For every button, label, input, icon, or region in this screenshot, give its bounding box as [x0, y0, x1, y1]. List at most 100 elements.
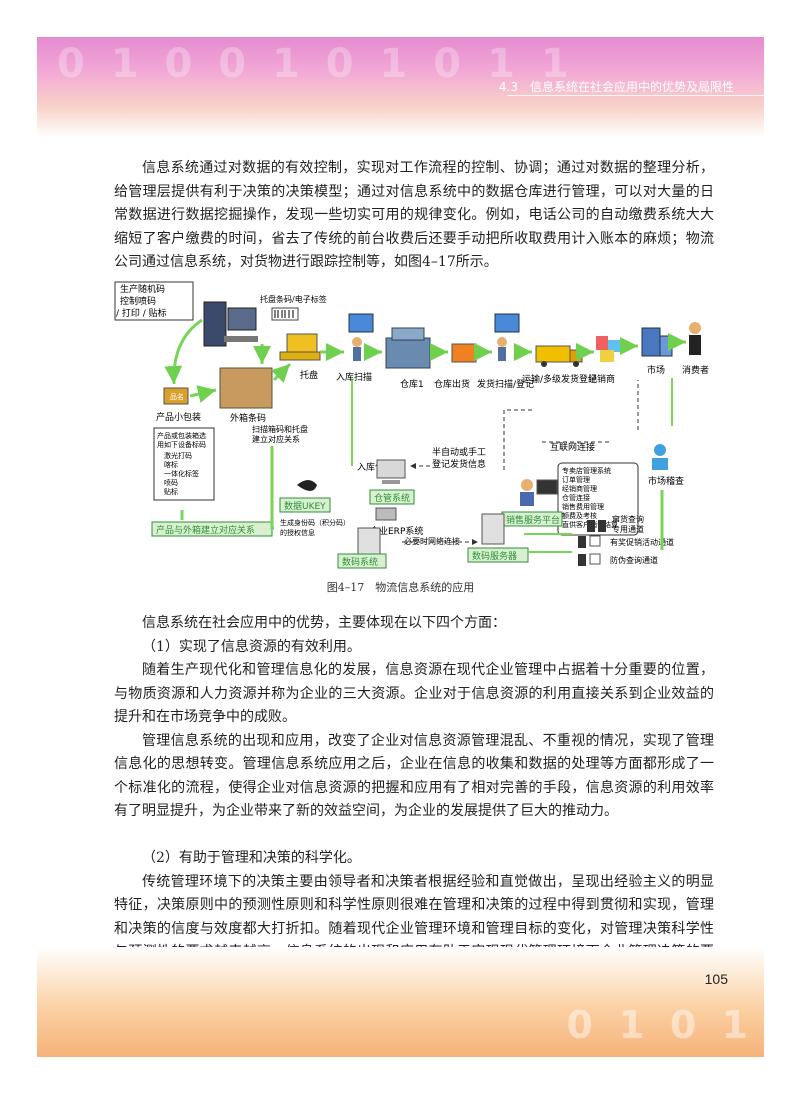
- server-tower-icon: [203, 301, 227, 347]
- warehouse-system-box: [369, 489, 415, 505]
- device-label-7: 贴标: [164, 487, 178, 496]
- scan-link-label-2: 建立对应关系: [252, 434, 300, 444]
- pallet-label: 托盘: [300, 369, 318, 381]
- anti-phone-icon: [578, 554, 586, 566]
- gen-label-2: 控制喷码: [120, 295, 156, 307]
- forklift-out-icon: [451, 343, 477, 363]
- consumer-icon: [689, 322, 701, 334]
- anticounterfeit-label: 防伪查询通道: [610, 555, 658, 565]
- gen-label-1: 生产随机码: [120, 283, 165, 295]
- paragraph-point-2: （2）有助于管理和决策的科学化。: [142, 850, 361, 866]
- code-server-box: [467, 547, 529, 563]
- warehouse-label: 仓库1: [400, 378, 424, 390]
- device-label-2: 用如下设备标码: [157, 440, 206, 449]
- anti-pc-icon: [589, 553, 601, 565]
- paragraph-decision-making: 传统管理环境下的决策主要由领导者和决策者根据经验和直觉做出，呈现出经验主义的明显…: [114, 873, 714, 984]
- market-label: 市场: [647, 364, 665, 376]
- franchise-label-3: 经销商管理: [562, 484, 597, 493]
- semi-auto-label-2: 登记发货信息: [432, 458, 486, 470]
- promo-phone-icon: [578, 536, 586, 548]
- device-label-5: 一体化标签: [164, 469, 199, 478]
- device-label-6: 喷码: [164, 478, 178, 487]
- sales-platform-label: 销售服务平台: [506, 514, 560, 526]
- warehouse-system-label: 仓管系统: [374, 492, 410, 504]
- warehouse-out-label: 仓库出货: [434, 378, 470, 390]
- code-system-box: [337, 553, 387, 569]
- code-system-label: 数码系统: [342, 556, 378, 568]
- flow-arrows: [164, 318, 686, 550]
- header-rule: [507, 95, 764, 96]
- market-check-label: 市场稽查: [648, 475, 684, 487]
- product-box-relation-label: 产品与外箱建立对应关系: [156, 524, 255, 536]
- small-pack-icon: [163, 387, 189, 405]
- transport-label: 运输/多级发货登记: [522, 373, 597, 385]
- warehouse-pc-icon: [376, 459, 406, 479]
- franchise-label-5: 销售费用管理: [562, 502, 604, 511]
- scanner-monitor-icon: [348, 313, 374, 333]
- truck-icon: [535, 345, 571, 363]
- pallet-tag-label: 托盘条码/电子标签: [260, 294, 327, 304]
- device-label-1: 产品或包装箱选: [157, 431, 206, 440]
- inbound-scan-label: 入库扫描: [336, 371, 372, 383]
- paragraph-mis-application: 管理信息系统的出现和应用，改变了企业对信息资源管理混乱、不重视的情况，实现了管理…: [114, 732, 714, 820]
- small-pack-label: 品名: [170, 392, 184, 401]
- ship-scan-monitor-icon: [494, 313, 520, 333]
- footer-decoration: 0 1 0 1: [566, 1003, 754, 1047]
- outer-code-label: 外箱条码: [230, 412, 266, 424]
- network-dashed-lines: [402, 380, 639, 545]
- erp-label: 企业ERP系统: [370, 525, 423, 537]
- paragraph-info-resources: 随着生产现代化和管理信息化的发展，信息资源在现代企业管理中占据着十分重要的位置，…: [114, 662, 714, 725]
- network-label: 必要时网络连接: [404, 536, 460, 546]
- paragraph-advantages-intro: 信息系统在社会应用中的优势，主要体现在以下四个方面：: [142, 615, 506, 631]
- section-title: 4.3 信息系统在社会应用中的优势及局限性: [498, 80, 734, 94]
- logistics-figure: 生产随机码 控制喷码 / 打印 / 贴标 托盘条码/电子标签 托盘: [112, 280, 712, 570]
- footer-band: 0 1 0 1: [37, 947, 764, 1057]
- operator-pc-icon: [536, 479, 558, 495]
- sms-label-2: 专用通道: [612, 524, 644, 534]
- worker-icon: [352, 337, 362, 347]
- erp-pc-icon: [375, 507, 397, 521]
- page-number: 105: [704, 971, 728, 987]
- promo-pc-icon: [589, 535, 601, 547]
- gen-label-3: / 打印 / 贴标: [116, 307, 167, 319]
- code-system-server-icon: [357, 527, 381, 557]
- promo-channel-label: 有奖促销活动通道: [610, 537, 674, 547]
- scan-link-label-1: 扫描箱码和托盘: [252, 424, 308, 434]
- phone-icon-2: [598, 520, 606, 532]
- distributor-icon: [596, 336, 608, 350]
- logistics-diagram: 生产随机码 控制喷码 / 打印 / 贴标 托盘条码/电子标签 托盘: [112, 280, 712, 570]
- auth-label-2: 的授权信息: [280, 528, 315, 537]
- consumer-label: 消费者: [682, 364, 709, 376]
- textbook-page: 0 1 0 0 1 0 1 0 1 1 4.3 信息系统在社会应用中的优势及局限…: [37, 37, 764, 1057]
- keyboard-icon: [224, 336, 258, 342]
- feedback-lines: [351, 378, 673, 553]
- code-generator-box: [114, 281, 194, 321]
- auth-label-1: 生成身份码（积分码）: [280, 518, 350, 527]
- ship-scan-label: 发货扫描/登记: [477, 378, 534, 390]
- figure-caption: 图4–17 物流信息系统的应用: [326, 581, 475, 594]
- semi-auto-label-1: 半自动或手工: [432, 446, 486, 458]
- inspector-icon: [654, 444, 666, 456]
- header-band: 0 1 0 0 1 0 1 0 1 1 4.3 信息系统在社会应用中的优势及局限…: [37, 37, 764, 137]
- device-list-box: [153, 427, 215, 501]
- product-pack-label: 产品小包装: [156, 411, 201, 423]
- distributor-label: 经销商: [588, 373, 615, 385]
- header-decoration: 0 1 0 0 1 0 1 0 1 1: [57, 41, 575, 87]
- franchise-label-4: 仓管连接: [562, 493, 590, 502]
- monitor-icon: [227, 307, 257, 331]
- code-server-label: 数码服务器: [472, 550, 517, 562]
- sms-label-1: 窜货查询: [612, 514, 644, 524]
- franchise-label-6: 额费及考核: [562, 511, 597, 520]
- ukey-label: 数据UKEY: [284, 500, 326, 512]
- franchise-label-1: 专卖店管理系统: [562, 466, 611, 475]
- paragraph-point-1: （1）实现了信息资源的有效利用。: [142, 638, 361, 655]
- device-label-4: 喀标: [164, 460, 178, 469]
- code-server-icon: [481, 513, 505, 545]
- ukey-icon: [297, 480, 317, 491]
- internet-label: 互联网连接: [550, 441, 595, 453]
- phone-icon-1: [587, 520, 595, 532]
- franchise-system-callout: [557, 462, 639, 536]
- operator-icon: [521, 479, 533, 491]
- ship-worker-icon: [497, 337, 507, 347]
- ukey-box: [279, 497, 331, 513]
